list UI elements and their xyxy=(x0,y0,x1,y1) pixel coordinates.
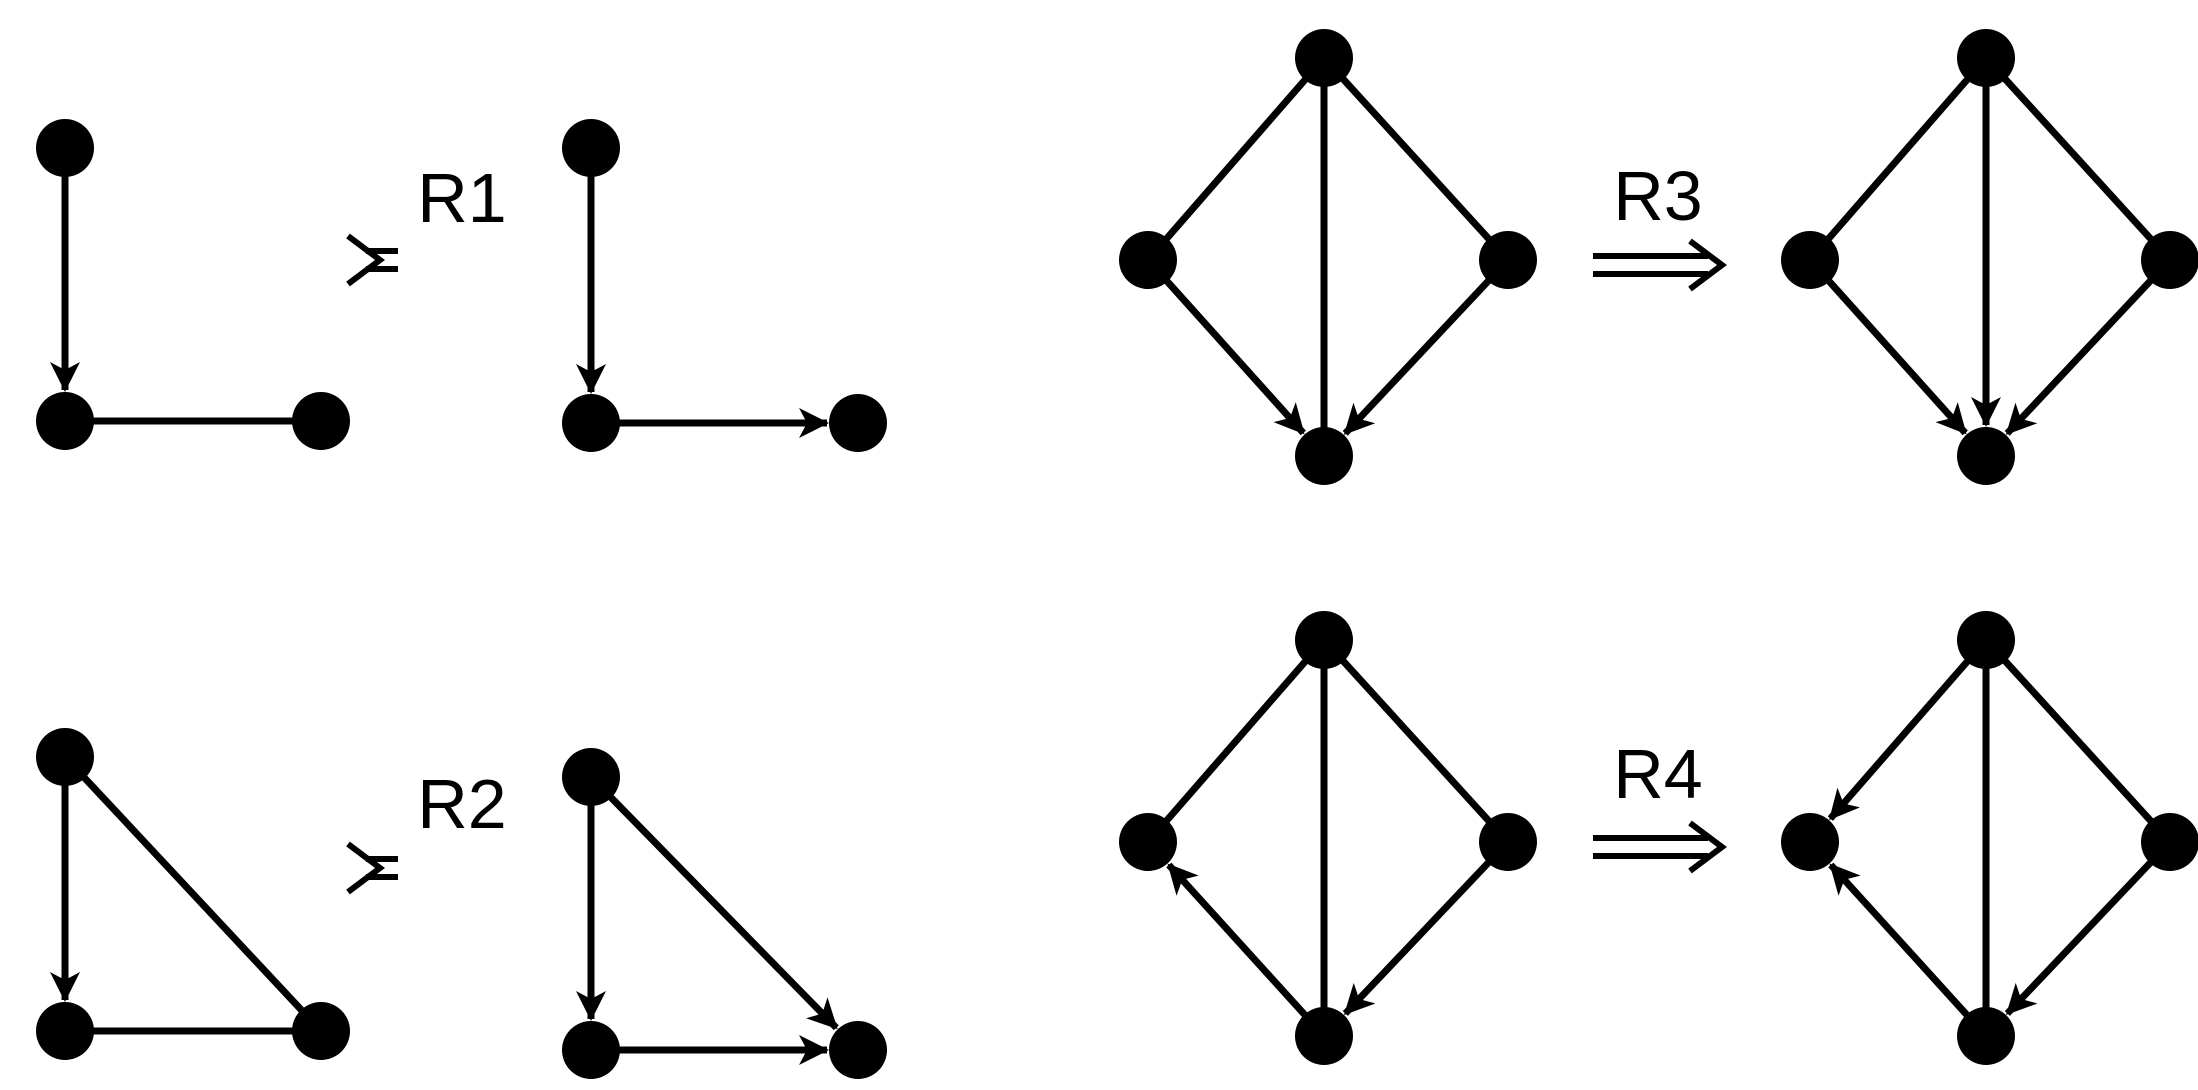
r2-implies-arrow xyxy=(346,841,398,895)
r4-after-node-left xyxy=(1781,813,1839,871)
r4-before-edge-top-left-undirected xyxy=(1145,637,1327,845)
r3-before-node-bottom xyxy=(1295,427,1353,485)
r3-before-node-right xyxy=(1479,231,1537,289)
r4-after-node-right xyxy=(2141,813,2198,871)
r3-after-node-left xyxy=(1781,231,1839,289)
r1-before-node-v1 xyxy=(36,119,94,177)
r4-before-edge-top-right-undirected xyxy=(1321,637,1511,845)
r2-label: R2 xyxy=(417,765,506,843)
r2-before-node-v1 xyxy=(36,728,94,786)
r2-before-node-v2 xyxy=(36,1002,94,1060)
r1-after-node-v3 xyxy=(829,394,887,452)
r2-after-node-v2 xyxy=(562,1021,620,1079)
implies-arrows xyxy=(346,233,1727,895)
r3-after-edge-right-bottom-directed xyxy=(2004,257,2173,436)
r3-after-node-top xyxy=(1957,29,2015,87)
r3-before-node-left xyxy=(1119,231,1177,289)
r3-before-node-top xyxy=(1295,29,1353,87)
r2-before-node-v3 xyxy=(292,1002,350,1060)
r1-after-node-v1 xyxy=(562,119,620,177)
r4-after-node-bottom xyxy=(1957,1007,2015,1065)
r3-after-node-right xyxy=(2141,231,2198,289)
r4-before-edge-right-bottom-directed xyxy=(1342,839,1511,1016)
r3-label: R3 xyxy=(1613,157,1702,235)
r1-implies-arrow xyxy=(346,233,398,287)
r2-after-edge-v1-v3-directed xyxy=(588,774,839,1031)
r3-after-node-bottom xyxy=(1957,427,2015,485)
r4-after-edge-bottom-left-directed xyxy=(1828,862,1989,1039)
r4-after-edge-top-right-undirected xyxy=(1983,637,2173,845)
r4-before-node-bottom xyxy=(1295,1007,1353,1065)
r2-after-node-v3 xyxy=(829,1021,887,1079)
r4-before-edge-bottom-left-directed xyxy=(1166,862,1327,1039)
r3-before-edge-left-bottom-directed xyxy=(1145,257,1306,436)
edges xyxy=(50,55,2173,1065)
r3-after-edge-top-left-undirected xyxy=(1807,55,1989,263)
r2-before-edge-v1-v3-undirected xyxy=(62,754,324,1034)
r3-before-edge-top-left-undirected xyxy=(1145,55,1327,263)
r3-after-edge-left-bottom-directed xyxy=(1807,257,1968,436)
r4-label: R4 xyxy=(1613,735,1702,813)
r4-before-node-left xyxy=(1119,813,1177,871)
r1-before-node-v3 xyxy=(292,392,350,450)
r3-before-edge-top-right-undirected xyxy=(1321,55,1511,263)
r4-before-node-top xyxy=(1295,611,1353,669)
r3-before-edge-right-bottom-directed xyxy=(1342,257,1511,436)
r1-before-node-v2 xyxy=(36,392,94,450)
r3-implies-arrow xyxy=(1593,238,1727,292)
r4-before-node-right xyxy=(1479,813,1537,871)
r1-after-node-v2 xyxy=(562,394,620,452)
r2-after-node-v1 xyxy=(562,748,620,806)
nodes xyxy=(36,29,2198,1079)
r4-implies-arrow xyxy=(1593,820,1727,874)
r4-after-edge-top-left-directed xyxy=(1827,637,1989,821)
r1-label: R1 xyxy=(417,159,506,237)
r4-after-edge-right-bottom-directed xyxy=(2004,839,2173,1016)
r4-after-node-top xyxy=(1957,611,2015,669)
r3-after-edge-top-right-undirected xyxy=(1983,55,2173,263)
